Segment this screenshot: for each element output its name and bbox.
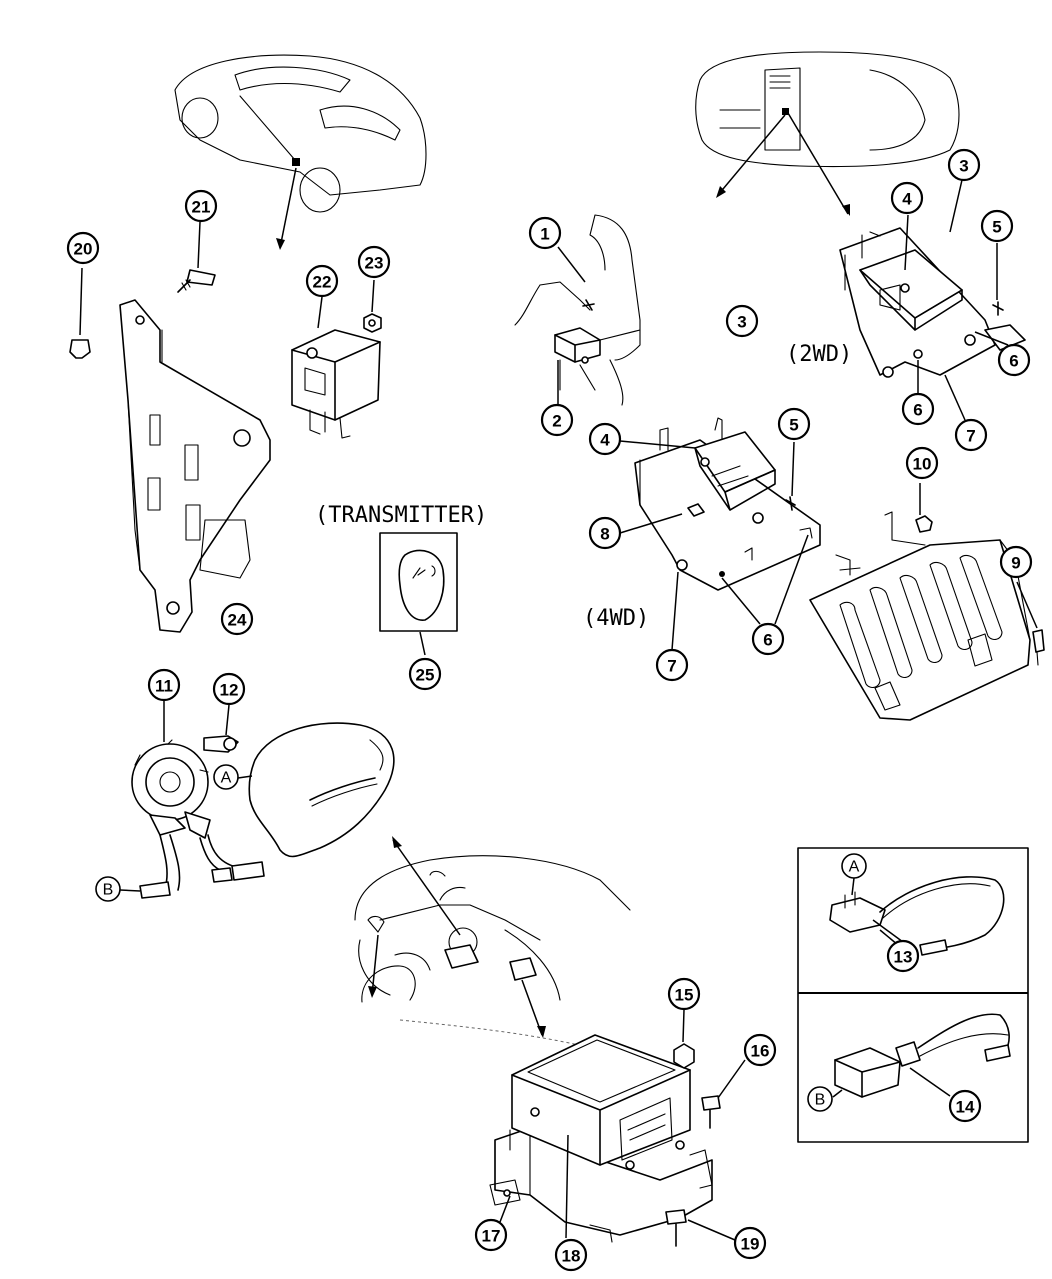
car-interior-illustration — [354, 836, 631, 1051]
transmitter-box — [379, 532, 458, 656]
bolt-part-19 — [665, 1209, 736, 1247]
car-top-illustration — [695, 51, 960, 216]
callout-5: 5 — [980, 209, 1014, 243]
inset-letter-a: A — [841, 853, 867, 879]
callout-16: 16 — [743, 1033, 777, 1067]
svg-text:22: 22 — [313, 273, 332, 292]
callout-4: 4 — [588, 422, 622, 456]
nut-part-23 — [363, 279, 382, 333]
inset-letter-b: B — [807, 1086, 833, 1112]
clockspring — [131, 700, 265, 899]
svg-text:6: 6 — [763, 631, 772, 650]
svg-text:11: 11 — [155, 677, 173, 696]
svg-text:6: 6 — [1009, 352, 1018, 371]
callout-10: 10 — [905, 446, 939, 480]
svg-text:23: 23 — [365, 254, 384, 273]
svg-text:8: 8 — [600, 525, 609, 544]
svg-text:5: 5 — [992, 218, 1001, 237]
svg-text:24: 24 — [228, 611, 247, 630]
callout-20: 20 — [66, 231, 100, 265]
callout-1: 1 — [528, 216, 562, 250]
callout-22: 22 — [305, 264, 339, 298]
callout-7: 7 — [954, 418, 988, 452]
airbag-control-unit — [489, 1034, 713, 1243]
svg-text:A: A — [221, 770, 232, 787]
callout-5: 5 — [777, 407, 811, 441]
callout-6: 6 — [901, 392, 935, 426]
connector-inset-panel — [797, 847, 1029, 1143]
callout-11: 11 — [147, 668, 181, 702]
svg-text:20: 20 — [74, 240, 93, 259]
callout-3: 3 — [725, 304, 759, 338]
svg-text:25: 25 — [416, 666, 435, 685]
callout-6: 6 — [751, 622, 785, 656]
callout-18: 18 — [554, 1238, 588, 1272]
keyless-module-2wd — [839, 179, 1026, 421]
connector-letter-a: A — [213, 764, 239, 790]
svg-text:4: 4 — [600, 431, 610, 450]
callout-25: 25 — [408, 657, 442, 691]
callout-15: 15 — [667, 977, 701, 1011]
svg-text:3: 3 — [959, 157, 968, 176]
transmitter-label: (TRANSMITTER) — [315, 503, 487, 528]
svg-text:6: 6 — [913, 401, 922, 420]
keyless-module-4wd — [619, 417, 821, 651]
screw-part-21 — [177, 221, 216, 293]
svg-text:A: A — [849, 859, 860, 876]
callout-3: 3 — [947, 148, 981, 182]
callout-2: 2 — [540, 403, 574, 437]
callout-8: 8 — [588, 516, 622, 550]
svg-text:7: 7 — [966, 427, 975, 446]
svg-text:18: 18 — [562, 1247, 581, 1266]
relay-part-22 — [291, 296, 381, 439]
callout-4: 4 — [890, 181, 924, 215]
svg-text:B: B — [815, 1092, 826, 1109]
screw-part-12 — [203, 704, 239, 753]
callout-13: 13 — [886, 939, 920, 973]
svg-text:5: 5 — [789, 416, 798, 435]
svg-text:19: 19 — [741, 1235, 760, 1254]
four-wd-label: (4WD) — [583, 606, 649, 631]
svg-text:1: 1 — [540, 225, 549, 244]
callout-14: 14 — [948, 1089, 982, 1123]
callout-21: 21 — [184, 189, 218, 223]
svg-text:2: 2 — [552, 412, 561, 431]
svg-text:3: 3 — [737, 313, 746, 332]
bolt-part-16 — [701, 1059, 746, 1129]
callout-19: 19 — [733, 1226, 767, 1260]
svg-text:10: 10 — [913, 455, 932, 474]
car-rear-illustration — [174, 54, 427, 250]
mounting-bracket — [119, 299, 271, 633]
svg-text:15: 15 — [675, 986, 694, 1005]
svg-text:14: 14 — [956, 1098, 975, 1117]
callout-24: 24 — [220, 602, 254, 636]
callout-17: 17 — [474, 1218, 508, 1252]
callout-7: 7 — [655, 648, 689, 682]
callout-12: 12 — [212, 672, 246, 706]
two-wd-label: (2WD) — [786, 342, 852, 367]
svg-text:4: 4 — [902, 190, 912, 209]
svg-text:9: 9 — [1011, 554, 1020, 573]
svg-text:13: 13 — [894, 948, 913, 967]
clip-part-20 — [69, 267, 91, 359]
leader-b — [119, 889, 141, 892]
svg-text:17: 17 — [482, 1227, 501, 1246]
svg-text:B: B — [103, 882, 114, 899]
grille-tray — [809, 483, 1045, 721]
callout-23: 23 — [357, 245, 391, 279]
svg-text:21: 21 — [192, 198, 211, 217]
svg-text:12: 12 — [220, 681, 239, 700]
svg-text:7: 7 — [667, 657, 676, 676]
svg-text:16: 16 — [751, 1042, 770, 1061]
connector-letter-b: B — [95, 876, 121, 902]
console-bracket — [514, 214, 641, 406]
callout-6: 6 — [997, 343, 1031, 377]
nut-part-15 — [673, 1009, 695, 1069]
airbag-module — [237, 722, 395, 858]
callout-9: 9 — [999, 545, 1033, 579]
